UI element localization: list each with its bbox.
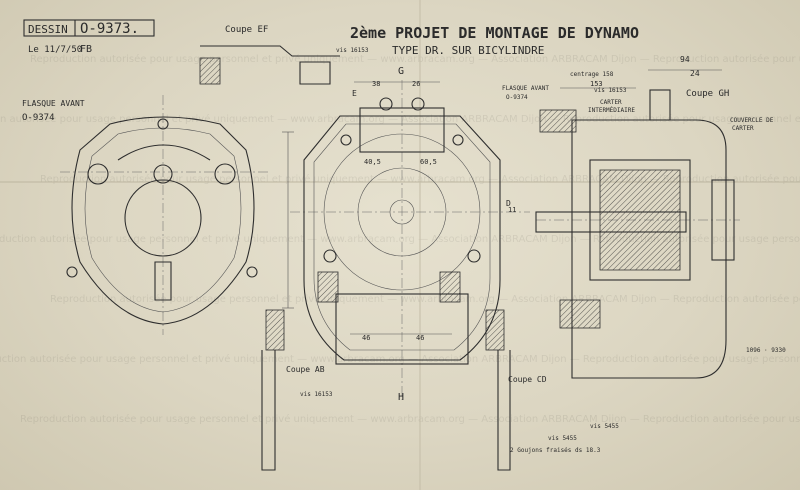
svg-text:O-9374: O-9374	[22, 113, 55, 123]
dessin-label: DESSIN	[28, 23, 68, 36]
svg-text:40,5: 40,5	[364, 158, 381, 166]
section-mark-h: H	[398, 392, 404, 403]
drawing-initials: FB	[80, 44, 92, 55]
svg-text:24: 24	[690, 69, 700, 78]
section-ef-view: Coupe EF vis 16153	[199, 25, 369, 85]
section-cd-view: Coupe CD	[485, 309, 547, 471]
svg-text:vis 16153: vis 16153	[300, 391, 333, 398]
main-subtitle: TYPE DR. SUR BICYLINDRE	[392, 44, 544, 57]
svg-text:CARTER: CARTER	[600, 99, 622, 106]
drawing-number: O-9373.	[80, 21, 139, 37]
svg-text:Reproduction autorisée pour us: Reproduction autorisée pour usage person…	[0, 113, 800, 125]
svg-text:153: 153	[590, 80, 603, 88]
svg-text:2 Goujons fraisés ds 18.3: 2 Goujons fraisés ds 18.3	[510, 447, 601, 454]
title-block: DESSIN O-9373. Le 11/7/50 FB	[23, 19, 155, 55]
svg-text:1096 · 9330: 1096 · 9330	[746, 347, 786, 354]
section-mark-g: G	[398, 66, 404, 77]
main-title: 2ème PROJET DE MONTAGE DE DYNAMO	[350, 24, 639, 42]
svg-text:D: D	[506, 199, 511, 208]
svg-text:FLASQUE AVANT: FLASQUE AVANT	[502, 85, 549, 92]
svg-text:Coupe AB: Coupe AB	[286, 365, 325, 374]
section-ab-view: Coupe AB vis 16153	[261, 309, 333, 471]
dynamo-front-view: G H 38 26 40,5 60,5 46 46 11 E D	[282, 66, 530, 403]
svg-text:E: E	[352, 89, 357, 98]
svg-text:Reproduction autorisée pour us: Reproduction autorisée pour usage person…	[0, 353, 800, 365]
svg-text:26: 26	[412, 80, 420, 88]
svg-text:11: 11	[508, 206, 516, 214]
svg-text:Reproduction autorisée pour us: Reproduction autorisée pour usage person…	[50, 293, 800, 305]
svg-text:Coupe CD: Coupe CD	[508, 375, 547, 384]
svg-text:94: 94	[680, 55, 690, 64]
svg-text:O-9374: O-9374	[506, 94, 528, 101]
svg-text:CARTER: CARTER	[732, 125, 754, 132]
svg-text:centrage 158: centrage 158	[570, 71, 614, 78]
svg-text:vis 5455: vis 5455	[590, 423, 619, 430]
svg-text:Coupe EF: Coupe EF	[225, 25, 268, 35]
svg-text:INTERMÉDIAIRE: INTERMÉDIAIRE	[588, 106, 635, 114]
svg-text:vis 16153: vis 16153	[336, 47, 369, 54]
svg-text:38: 38	[372, 80, 380, 88]
drawing-date: Le 11/7/50	[28, 45, 82, 55]
svg-text:46: 46	[362, 334, 370, 342]
front-flange-view: FLASQUE AVANT O-9374	[22, 95, 270, 335]
svg-text:Reproduction autorisée pour us: Reproduction autorisée pour usage person…	[30, 53, 800, 65]
svg-text:60,5: 60,5	[420, 158, 437, 166]
svg-text:COUVERCLE DE: COUVERCLE DE	[730, 117, 774, 124]
svg-text:vis 5455: vis 5455	[548, 435, 577, 442]
svg-text:FLASQUE AVANT: FLASQUE AVANT	[22, 99, 85, 108]
svg-text:46: 46	[416, 334, 424, 342]
section-gh-label: Coupe GH	[686, 89, 729, 99]
svg-text:Reproduction autorisée pour us: Reproduction autorisée pour usage person…	[20, 413, 800, 425]
section-gh-view: 153 94 24 centrage 158 FLASQUE AVANT O-9…	[502, 55, 786, 454]
svg-text:vis 16153: vis 16153	[594, 87, 627, 94]
